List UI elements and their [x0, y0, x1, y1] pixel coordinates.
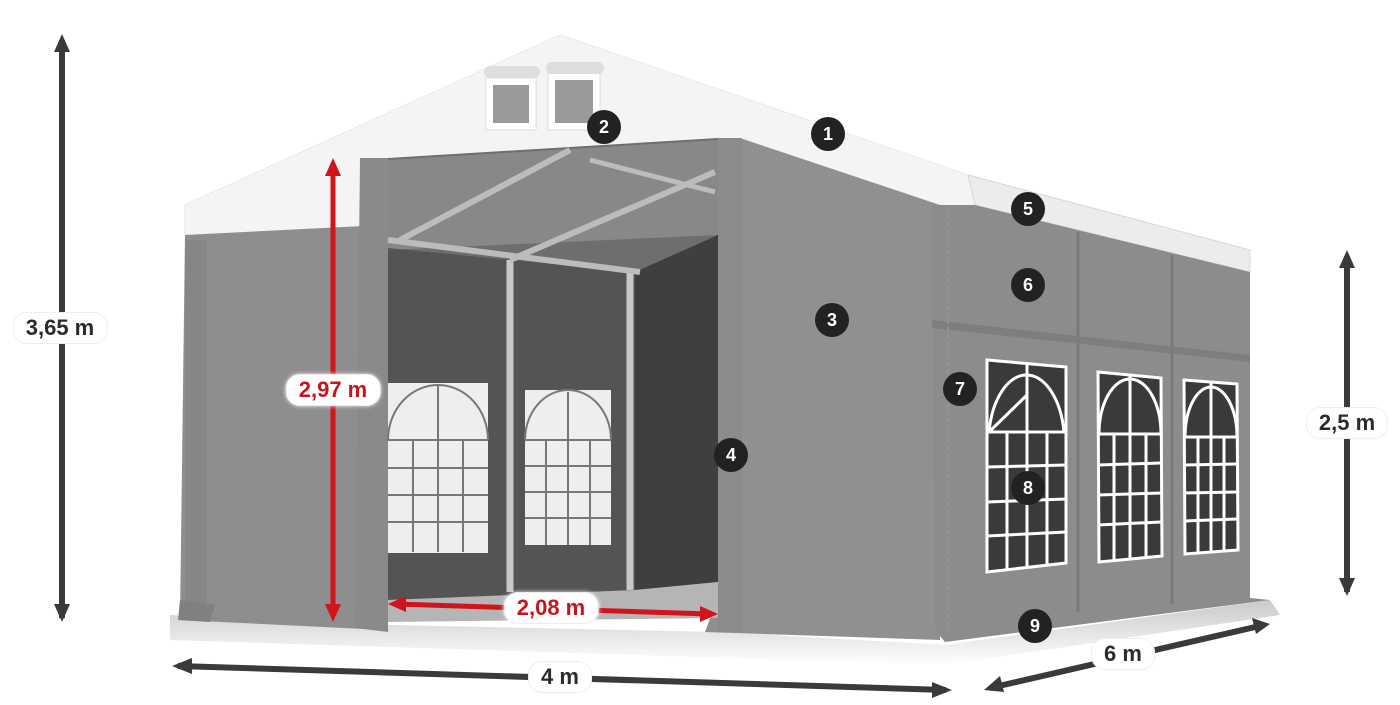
callout-side-window: 8 [1011, 471, 1045, 505]
length-label: 6 m [1091, 638, 1155, 670]
side-window-1 [985, 358, 1068, 574]
callout-ground-skirt: 9 [1018, 609, 1052, 643]
roof-vent-windows [484, 62, 604, 131]
side-windows [985, 358, 1240, 574]
callout-roof-vent: 2 [587, 110, 621, 144]
interior-window-right [524, 389, 612, 545]
door-height-label: 2,97 m [285, 374, 381, 406]
door-width-label: 2,08 m [503, 592, 599, 624]
side-window-3 [1182, 378, 1240, 556]
callout-corner-seam: 7 [943, 372, 977, 406]
callout-door: 4 [714, 438, 748, 472]
tent-interior [387, 138, 718, 622]
callout-upper-side-panel: 6 [1011, 268, 1045, 302]
side-height-label: 2,5 m [1305, 407, 1389, 439]
callout-roof-edge: 5 [1011, 192, 1045, 226]
side-window-2 [1096, 370, 1164, 564]
interior-window-left [387, 383, 489, 553]
callout-roof: 1 [811, 117, 845, 151]
width-label: 4 m [528, 661, 592, 693]
total-height-label: 3,65 m [12, 312, 108, 344]
callout-front-wall: 3 [815, 303, 849, 337]
